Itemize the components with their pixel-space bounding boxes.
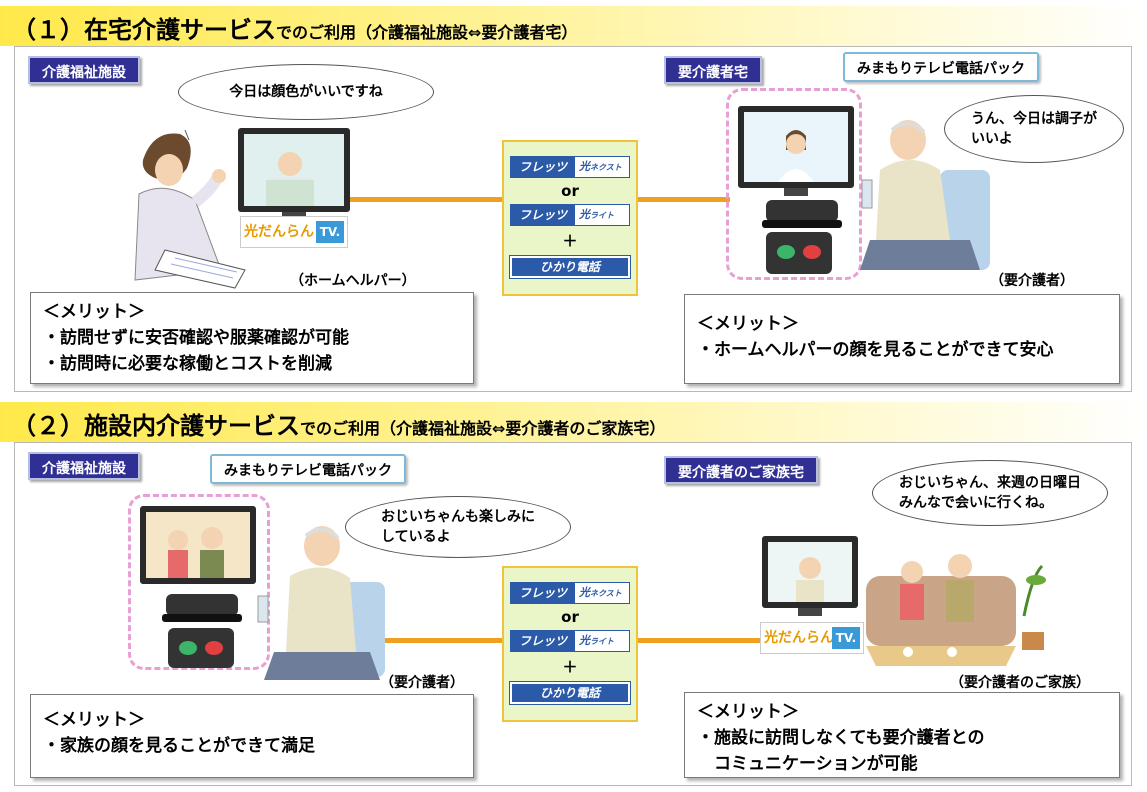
family-tv [762,536,858,616]
section2-device-box [128,494,270,670]
or-text-2: or [561,608,579,626]
section2-patient-caption: （要介護者） [380,675,464,691]
section2-heading-sub: でのご利用（介護福祉施設⇔要介護者のご家族宅） [300,419,666,438]
section2-facility-merit: ＜メリット＞ ・家族の顔を見ることができて満足 [30,694,474,778]
section1-device-box [726,88,862,280]
phone-device-1 [766,232,832,274]
section2-pack-label: みまもりテレビ電話パック [210,454,406,484]
stb-device-1 [762,200,842,228]
flets-light-logo: フレッツ 光ライト [510,204,630,226]
section1-heading-main: （１）在宅介護サービス [12,16,276,44]
plus-text: ＋ [562,232,578,250]
section1-patient-bubble: うん、今日は調子が いいよ [944,95,1124,163]
section1-helper-caption: （ホームヘルパー） [290,273,416,289]
elderly-man-illustration-1 [860,120,990,270]
section2-patient-bubble: おじいちゃんも楽しみに しているよ [345,496,571,558]
family-illustration [866,554,1046,666]
or-text: or [561,182,579,200]
section1-service-box: フレッツ 光ネクスト or フレッツ 光ライト ＋ ひかり電話 [502,140,638,296]
section2-family-tag: 要介護者のご家族宅 [664,456,818,484]
helper-illustration [134,129,246,289]
dandan-tv-label-1: 光だんらん TV. [240,216,348,248]
facility-tv-2 [140,506,256,584]
section1-home-tag: 要介護者宅 [664,56,762,84]
section2-family-bubble: おじいちゃん、来週の日曜日 みんなで会いに行くね。 [872,460,1108,526]
section2-facility-tag: 介護福祉施設 [28,452,140,480]
dandan-tv-label-2: 光だんらん TV. [760,622,864,654]
section1-home-merit: ＜メリット＞ ・ホームヘルパーの顔を見ることができて安心 [684,294,1120,384]
elderly-man-illustration-2 [257,526,385,680]
flets-next-logo: フレッツ 光ネクスト [510,156,630,178]
flets-next-logo-2: フレッツ 光ネクスト [510,582,630,604]
plus-text-2: ＋ [562,658,578,676]
section1-helper-bubble: 今日は顔色がいいですね [178,64,434,120]
section1-patient-caption: （要介護者） [990,273,1074,289]
section1-pack-label: みまもりテレビ電話パック [843,52,1039,82]
phone-device-2 [168,628,234,668]
section2-family-caption: （要介護者のご家族） [950,675,1090,691]
hikari-denwa-logo-2: ひかり電話 [509,681,631,705]
hikari-denwa-logo: ひかり電話 [509,255,631,279]
section2-heading-main: （２）施設内介護サービス [12,412,300,440]
section1-heading-sub: でのご利用（介護福祉施設⇔要介護者宅） [276,23,578,42]
section2-family-merit: ＜メリット＞ ・施設に訪問しなくても要介護者との コミュニケーションが可能 [684,692,1120,778]
section2-header: （２）施設内介護サービスでのご利用（介護福祉施設⇔要介護者のご家族宅） [0,402,1147,442]
section2-service-box: フレッツ 光ネクスト or フレッツ 光ライト ＋ ひかり電話 [502,566,638,722]
home-tv-1 [738,106,854,196]
section1-header: （１）在宅介護サービスでのご利用（介護福祉施設⇔要介護者宅） [0,6,1147,46]
section1-facility-merit: ＜メリット＞ ・訪問せずに安否確認や服薬確認が可能 ・訪問時に必要な稼働とコスト… [30,292,474,384]
flets-light-logo-2: フレッツ 光ライト [510,630,630,652]
facility-tv-1 [238,128,350,220]
section1-facility-tag: 介護福祉施設 [28,56,140,84]
stb-device-2 [162,594,242,622]
